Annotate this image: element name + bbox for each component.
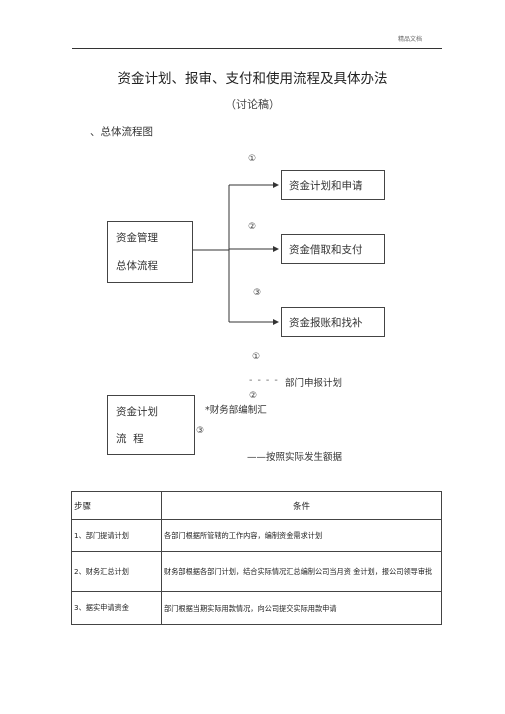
branch-1-label: 资金计划和申请 [289,180,363,192]
branch-2-label: 资金借取和支付 [289,244,363,256]
table-cell-condition: 各部门根据所管辖的工作内容，编制资金需求计划 [161,519,442,552]
branch-3-box: 资金报账和找补 [281,307,385,337]
table-cell-condition: 部门根据当期实际用款情况，向公司提交实际用款申请 [161,591,442,625]
table-row: 3、据实申请资金 部门根据当期实际用款情况，向公司提交实际用款申请 [71,591,442,625]
plan-step-2-text: *财务部编制汇 [205,405,267,416]
plan-step-3-number: ③ [196,426,205,436]
table-cell-step: 1、部门提请计划 [71,519,162,552]
table-header-condition: 条件 [161,491,442,520]
table-row: 1、部门提请计划 各部门根据所管辖的工作内容，编制资金需求计划 [71,519,442,552]
plan-step-1-number: ① [252,352,261,362]
plan-step-3-text: ——按照实际发生额据 [247,452,343,463]
section-heading: 、总体流程图 [90,126,153,138]
branch-3-number: ③ [253,288,262,298]
branch-1-box: 资金计划和申请 [281,170,385,200]
plan-step-1-text: 部门申报计划 [285,378,343,389]
header-rule [72,48,442,49]
branch-3-label: 资金报账和找补 [289,317,363,329]
table-cell-condition: 财务部根据各部门计划，结合实际情况汇总编制公司当月资 金计划，报公司领导审批 [161,551,442,592]
fund-management-box: 资金管理 总体流程 [107,221,193,283]
table-cell-step: 2、财务汇总计划 [71,551,162,592]
fund-plan-line1: 资金计划 [116,406,158,418]
document-title: 资金计划、报审、支付和使用流程及具体办法 [117,71,388,87]
branch-2-number: ② [248,222,257,232]
table-row: 2、财务汇总计划 财务部根据各部门计划，结合实际情况汇总编制公司当月资 金计划，… [71,551,442,592]
branch-2-box: 资金借取和支付 [281,234,385,264]
header-label: 精品文档 [398,36,423,43]
flowchart-connectors [193,182,279,325]
table-cell-step: 3、据实申请资金 [71,591,162,625]
table-header-row: 步骤 条件 [71,491,442,520]
plan-step-2-number: ② [249,391,258,401]
fund-management-line1: 资金管理 [116,232,158,244]
fund-plan-line2: 流 程 [116,433,144,445]
fund-plan-box: 资金计划 流 程 [107,395,195,455]
document-subtitle: （讨论稿） [225,98,280,111]
steps-table: 步骤 条件 1、部门提请计划 各部门根据所管辖的工作内容，编制资金需求计划 2、… [71,491,442,625]
table-header-step: 步骤 [71,491,162,520]
branch-1-number: ① [248,154,257,164]
fund-management-line2: 总体流程 [116,260,158,272]
plan-dash-line: - - - - [249,375,279,386]
